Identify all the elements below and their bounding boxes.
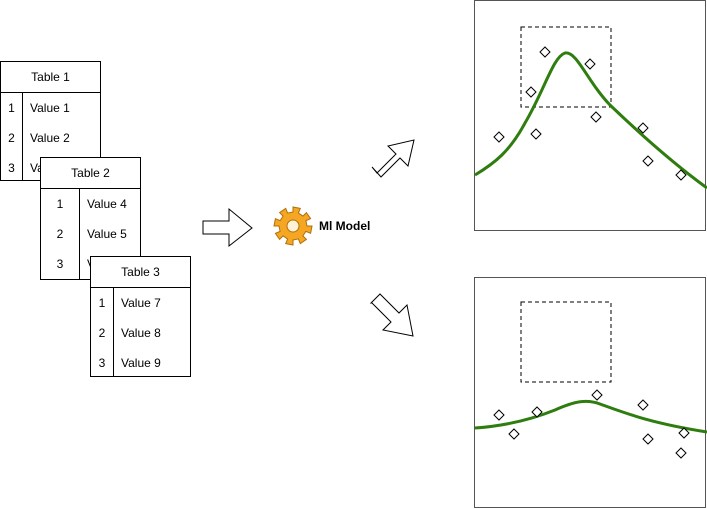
row-index: 3 [56,257,64,271]
data-point [539,46,551,58]
data-point [591,389,603,401]
data-point [642,155,654,167]
gear-icon [273,206,313,246]
data-point [637,399,649,411]
plot-top [474,0,707,231]
row-value: Value 9 [121,356,161,370]
down-right-arrow-icon [369,293,414,337]
table-title: Table 2 [41,158,140,189]
data-points [493,389,690,459]
table-3: Table 3 1 Value 7 2 Value 8 3 Value 9 [90,256,191,377]
focus-box [520,301,612,383]
row-value: Value 4 [87,197,127,211]
table-row: 1 Value 7 [91,288,190,318]
data-point [493,409,505,421]
row-index: 1 [98,296,106,310]
row-index: 2 [8,131,15,145]
table-row: 2 Value 2 [1,123,100,153]
data-point [637,122,649,134]
table-row: 2 Value 5 [41,219,140,249]
row-index: 2 [56,227,64,241]
focus-box [520,26,612,108]
fit-curve [474,399,707,434]
table-row: 1 Value 1 [1,93,100,123]
row-value: Value 5 [87,227,127,241]
row-index: 2 [98,326,106,340]
table-row: 2 Value 8 [91,318,190,348]
data-point [642,433,654,445]
row-value: Value 8 [121,326,161,340]
fit-curve [474,51,707,190]
data-points [493,46,687,181]
row-value: Value 1 [30,101,70,115]
row-index: 1 [8,101,15,115]
data-point [590,111,602,123]
row-index: 3 [98,356,106,370]
plot-bottom [474,277,707,508]
model-label: Ml Model [319,219,371,233]
data-point [584,58,596,70]
table-row: 3 Value 9 [91,348,190,378]
data-point [531,406,543,418]
data-point [675,169,687,181]
data-point [678,427,690,439]
data-point [530,128,542,140]
row-index: 1 [56,197,64,211]
data-point [508,428,520,440]
row-value: Value 2 [30,131,70,145]
plot-bottom-canvas [474,301,707,459]
right-arrow-icon [202,207,253,248]
up-right-arrow-icon [371,139,415,178]
row-index: 3 [8,161,15,175]
data-point [675,447,687,459]
data-point [493,131,505,143]
table-row: 1 Value 4 [41,189,140,219]
data-point [525,86,537,98]
row-value: Value 7 [121,296,161,310]
table-title: Table 3 [91,257,190,288]
table-title: Table 1 [1,62,100,93]
plot-top-canvas [474,26,707,190]
